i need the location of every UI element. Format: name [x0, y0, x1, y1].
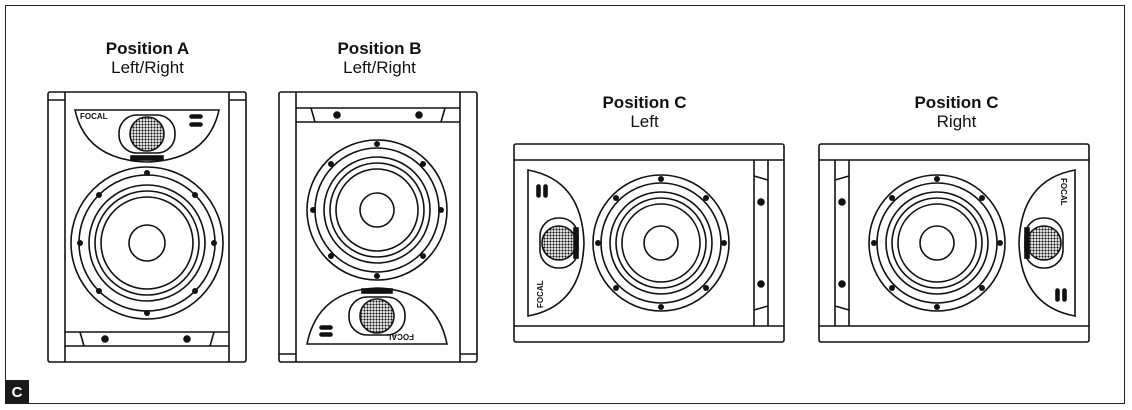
- position-c-right-side: Right: [936, 112, 977, 131]
- woofer-a: [70, 166, 224, 320]
- caption-position-b: Position B Left/Right: [292, 39, 467, 77]
- speaker-position-a: FOCAL: [47, 91, 247, 363]
- tweeter-b: [359, 298, 395, 334]
- speaker-position-b: FOCAL: [278, 91, 478, 363]
- brand-logo-c-right: FOCAL: [1059, 178, 1068, 206]
- position-b-name: Position B: [337, 39, 422, 58]
- speaker-position-c-right: FOCAL: [818, 143, 1090, 343]
- tweeter-c-left: [541, 225, 577, 261]
- caption-position-a: Position A Left/Right: [60, 39, 235, 77]
- brand-logo-a: FOCAL: [80, 112, 108, 121]
- speaker-position-c-left: FOCAL: [513, 143, 785, 343]
- woofer-c-right: [868, 174, 1006, 312]
- position-c-left-name: Position C: [602, 93, 687, 112]
- position-a-side: Left/Right: [111, 58, 184, 77]
- woofer-b: [306, 139, 448, 281]
- position-c-left-side: Left: [630, 112, 659, 131]
- woofer-c-left: [592, 174, 730, 312]
- caption-position-c-right: Position C Right: [869, 93, 1044, 131]
- figure-frame: [5, 5, 1125, 404]
- tweeter-c-right: [1026, 225, 1062, 261]
- position-a-name: Position A: [105, 39, 190, 58]
- position-c-right-name: Position C: [914, 93, 999, 112]
- brand-logo-c-left: FOCAL: [536, 280, 545, 308]
- panel-label: C: [5, 380, 29, 404]
- caption-position-c-left: Position C Left: [557, 93, 732, 131]
- brand-logo-b: FOCAL: [386, 332, 414, 341]
- tweeter-a: [129, 116, 165, 152]
- position-b-side: Left/Right: [343, 58, 416, 77]
